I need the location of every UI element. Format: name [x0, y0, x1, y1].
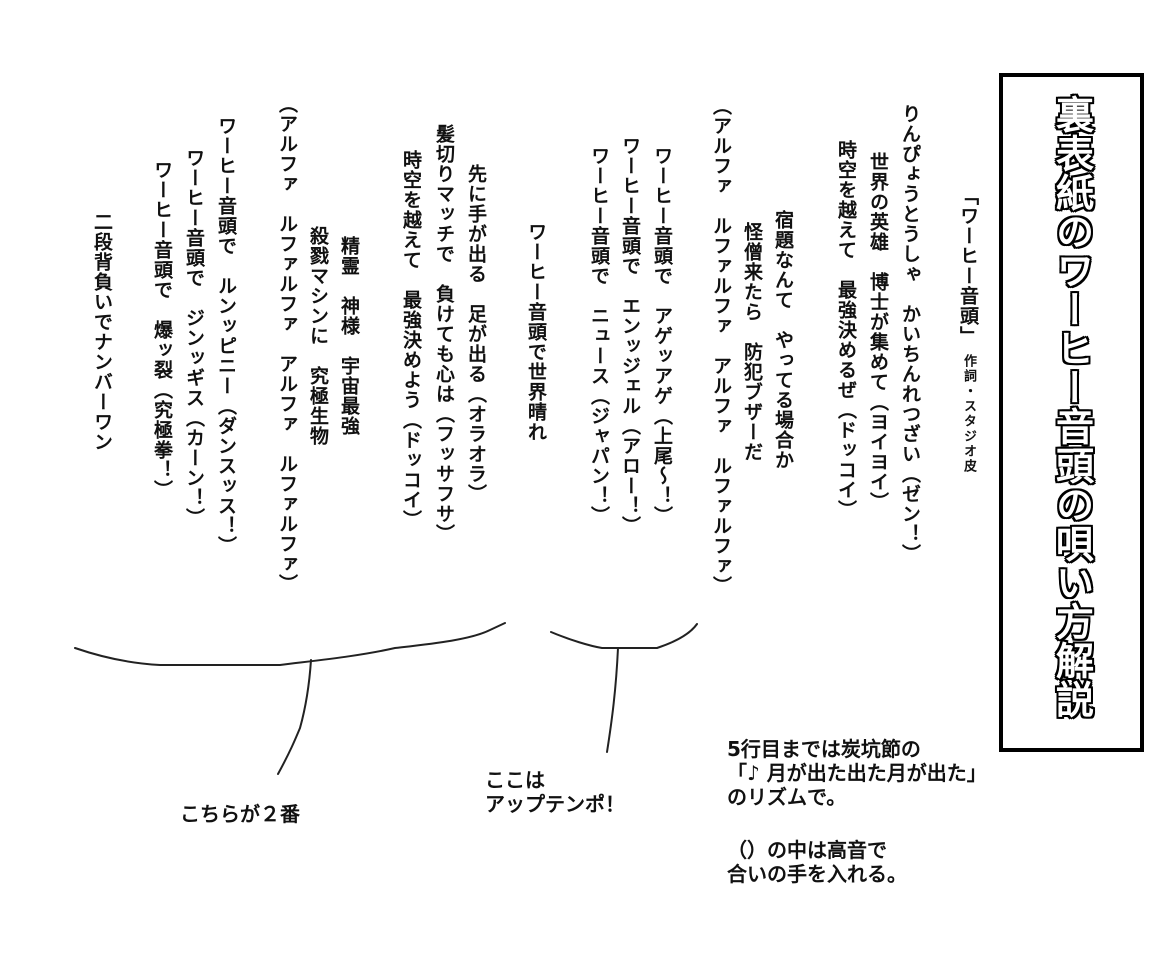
- lyric-line: 怪僧来たら 防犯ブザーだ: [741, 222, 763, 462]
- lyric-line: りんぴょうとうしゃ かいちんれつざい（ゼン！）: [899, 104, 921, 564]
- rhythm-note: 5行目までは炭坑節の 「♪ 月が出た出た月が出た」 のリズムで。: [727, 737, 987, 809]
- lyric-line: 世界の英雄 博士が集めて（ヨイヨイ）: [867, 152, 889, 512]
- lyric-line: 宿題なんて やってる場合か: [772, 210, 794, 470]
- chorus-note: （）の中は高音で 合いの手を入れる。: [727, 838, 907, 886]
- lyric-line: 時空を越えて 最強決めるぜ（ドッコイ）: [835, 140, 857, 520]
- verse2-label: こちらが２番: [180, 802, 300, 826]
- lyric-line: 時空を越えて 最強決めよう（ドッコイ）: [400, 150, 422, 530]
- lyric-line: ワーヒー音頭で アゲッアゲ（上尾〜！）: [651, 146, 673, 526]
- lyric-line: （アルファ ルファルファ アルファ ルファルファ）: [710, 96, 732, 596]
- lyric-line: 殺戮マシンに 究極生物: [307, 226, 329, 446]
- lyric-line: ワーヒー音頭で エンッジェル（アロー！）: [619, 136, 641, 536]
- song-heading: 「ワーヒー音頭」: [957, 186, 979, 346]
- page-title: 裏表紙のワーヒー音頭の唄い方解説: [1049, 94, 1095, 720]
- lyric-line: ワーヒー音頭で世界晴れ: [525, 222, 547, 442]
- lyric-line: 髪切りマッチで 負けても心は（フッサフサ）: [433, 124, 455, 544]
- lyric-line: 精霊 神様 宇宙最強: [338, 236, 360, 436]
- song-credit: 作詞・スタジオ皮: [961, 354, 976, 474]
- lyric-line: 二段背負いでナンバーワン: [91, 212, 113, 452]
- lyric-line: （アルファ ルファルファ アルファ ルファルファ）: [276, 94, 298, 594]
- title-box: 裏表紙のワーヒー音頭の唄い方解説: [999, 73, 1144, 752]
- lyric-line: ワーヒー音頭で ニュース（ジャパン！）: [588, 146, 610, 526]
- lyric-line: ワーヒー音頭で 爆ッ裂（究極拳！）: [151, 160, 173, 500]
- lyric-line: ワーヒー音頭で ルンッピニー（ダンスッス！）: [215, 116, 237, 556]
- lyric-line: ワーヒー音頭で ジンッギス（カーン！）: [183, 148, 205, 528]
- lyric-line: 先に手が出る 足が出る（オラオラ）: [465, 164, 487, 504]
- uptempo-label: ここは アップテンポ！: [485, 768, 625, 816]
